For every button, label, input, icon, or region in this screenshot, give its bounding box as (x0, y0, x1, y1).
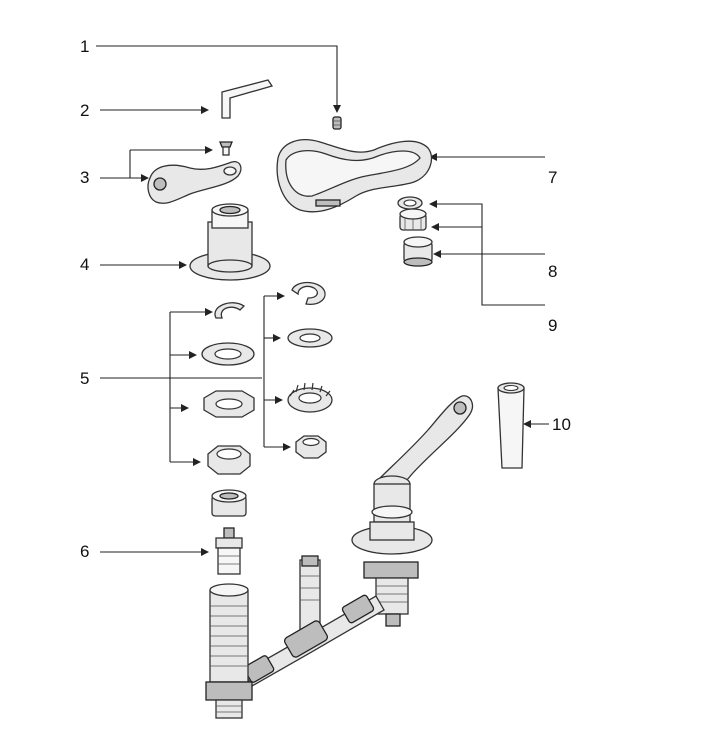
lever-handle-part (147, 161, 242, 204)
hex-nut-right-part (295, 435, 327, 459)
valve-cartridge-part (215, 527, 243, 575)
toothed-lock-washer-part (287, 382, 333, 413)
callout-3: 3 (80, 168, 89, 187)
flat-washer-left-part (201, 342, 255, 366)
handle-sleeve-part (497, 382, 525, 469)
retaining-ring-left-part (214, 302, 246, 319)
bushing-part (211, 489, 247, 517)
handle-screw-part (219, 141, 233, 156)
e-clip-right-part (291, 281, 326, 305)
callout-2: 2 (80, 101, 89, 120)
callout-7: 7 (548, 168, 557, 187)
callout-10: 10 (552, 415, 571, 434)
aerator-screen-part (399, 208, 427, 231)
assembled-valve-body (205, 395, 474, 719)
callout-8: 8 (548, 262, 557, 281)
spout-part (276, 139, 433, 213)
aerator-washer-part (397, 196, 423, 210)
escutcheon-sleeve-part (189, 203, 271, 281)
callout-4: 4 (80, 255, 89, 274)
callout-5: 5 (80, 369, 89, 388)
callout-1: 1 (80, 37, 89, 56)
hex-nut-left-part (207, 445, 251, 475)
set-screw-part (332, 116, 342, 130)
hex-key-part (221, 79, 274, 119)
octagon-lock-plate-part (203, 390, 255, 418)
leader-lines (96, 45, 549, 556)
callout-6: 6 (80, 542, 89, 561)
aerator-housing-part (403, 236, 433, 267)
flat-washer-right-part (287, 328, 333, 348)
callout-9: 9 (548, 316, 557, 335)
